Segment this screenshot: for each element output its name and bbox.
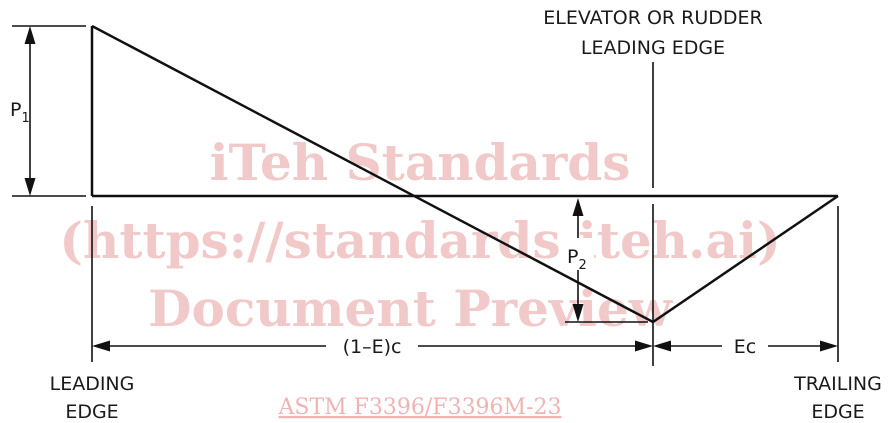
load-diagonal: [91, 24, 654, 324]
dim-right-label: Ec: [734, 336, 756, 358]
p2-label: P2: [567, 246, 587, 273]
p1-arrow-down-icon: [24, 178, 36, 196]
leading-edge-label-line-2: EDGE: [65, 401, 118, 423]
dim-left-arrow-end-icon: [635, 340, 653, 352]
trailing-edge-label-line-2: EDGE: [811, 401, 864, 423]
dim-left-arrow-start-icon: [92, 340, 110, 352]
p1-arrow-up-icon: [24, 26, 36, 44]
watermark: iTeh Standards (https://standards.iteh.a…: [59, 133, 780, 420]
dim-left-label: (1–E)c: [343, 336, 402, 358]
leading-edge-label-line-1: LEADING: [50, 373, 135, 395]
dim-right-arrow-start-icon: [653, 340, 671, 352]
elevator-label-line-1: ELEVATOR OR RUDDER: [543, 7, 762, 29]
p2-arrow-up-icon: [572, 198, 584, 216]
dim-left-label-mask: [326, 332, 418, 360]
dim-right-label-mask: [722, 332, 768, 360]
p2-label-mask: [564, 238, 594, 270]
dim-right-arrow-end-icon: [820, 340, 838, 352]
elevator-label-line-2: LEADING EDGE: [581, 37, 725, 59]
trailing-load-line: [652, 194, 839, 324]
watermark-line-2: (https://standards.iteh.ai): [59, 211, 780, 270]
watermark-link[interactable]: ASTM F3396/F3396M-23: [277, 395, 561, 420]
trailing-edge-label-line-1: TRAILING: [793, 373, 882, 395]
p1-label: P1: [10, 99, 30, 126]
watermark-line-1: iTeh Standards: [210, 133, 631, 192]
watermark-line-3: Document Preview: [148, 279, 674, 338]
p2-arrow-down-icon: [572, 304, 584, 322]
